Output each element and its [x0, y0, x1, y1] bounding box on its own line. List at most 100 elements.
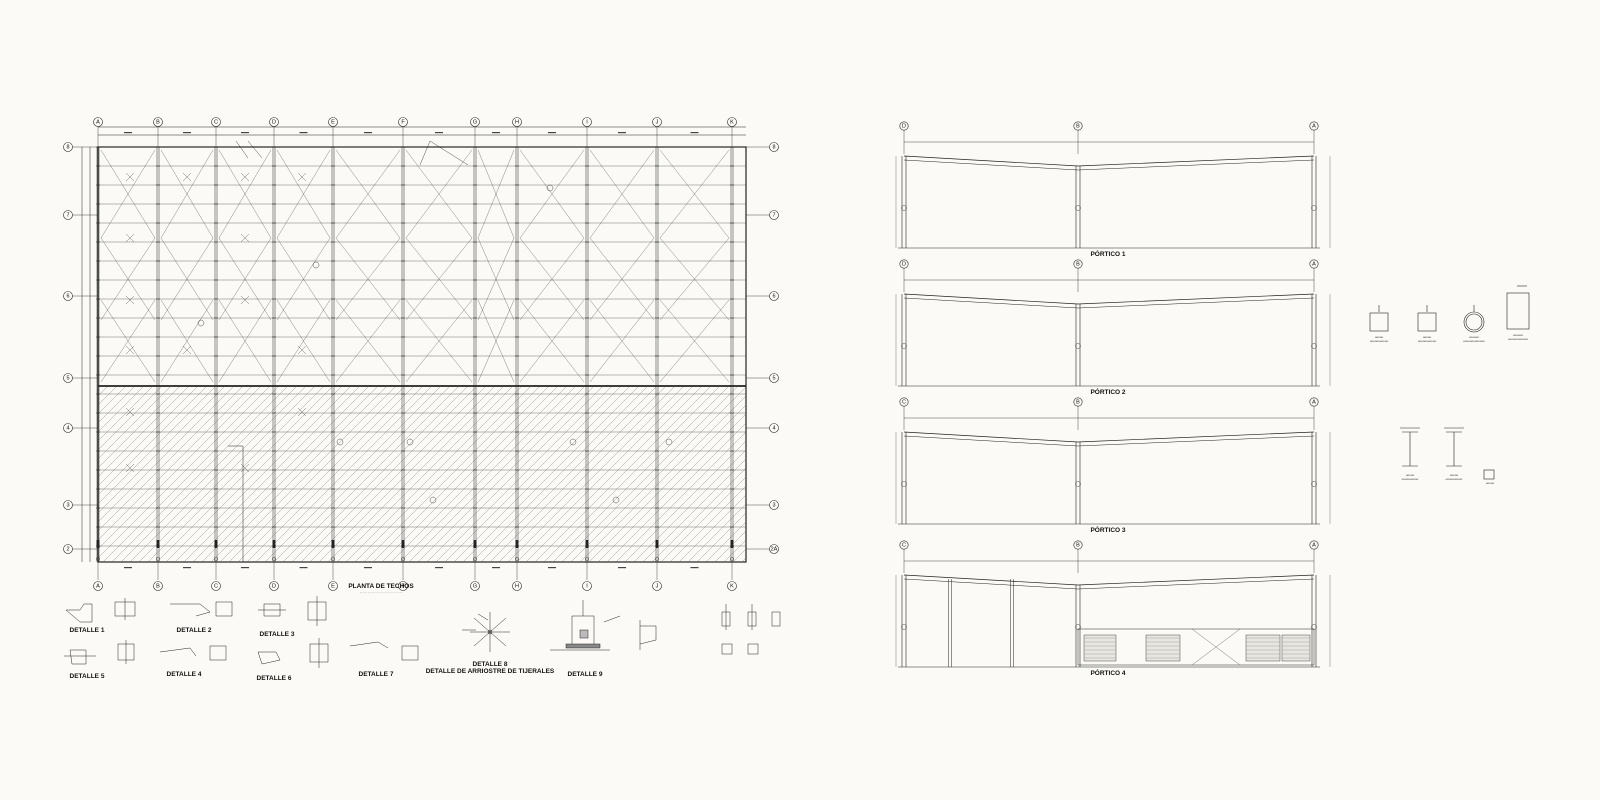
svg-text:2A: 2A [771, 546, 778, 552]
portico-title: PÓRTICO 3 [1090, 525, 1125, 534]
axis-bubble-G: G [470, 581, 480, 591]
svg-text:8: 8 [772, 144, 775, 150]
svg-text:A: A [1312, 123, 1316, 129]
svg-text:A: A [1312, 399, 1316, 405]
axis-bubble-H: H [512, 581, 522, 591]
axis-bubble-B: B [153, 117, 163, 127]
svg-text:G: G [473, 119, 477, 125]
svg-text:oooooo: oooooo [1469, 335, 1479, 339]
detail-3-label: DETALLE 3 [260, 631, 295, 638]
row-bubble-2: 2 [63, 544, 73, 554]
svg-text:F: F [401, 583, 405, 589]
svg-text:D: D [272, 583, 276, 589]
svg-text:ooooo: ooooo [1375, 335, 1384, 339]
svg-text:C: C [214, 583, 218, 589]
svg-text:D: D [902, 123, 906, 129]
detail-6-label: DETALLE 6 [257, 675, 292, 682]
svg-text:C: C [902, 542, 906, 548]
axis-bubble-E: E [328, 117, 338, 127]
portico-title: PÓRTICO 2 [1090, 387, 1125, 396]
svg-text:H: H [515, 583, 519, 589]
svg-text:B: B [1076, 123, 1080, 129]
row-bubble-right-4: 4 [769, 423, 779, 433]
svg-text:D: D [902, 261, 906, 267]
axis-bubble-F: F [398, 581, 408, 591]
row-bubble-4: 4 [63, 423, 73, 433]
svg-text:7: 7 [66, 212, 69, 218]
svg-text:3: 3 [66, 502, 69, 508]
svg-text:F: F [401, 119, 405, 125]
svg-text:I: I [586, 119, 588, 125]
axis-bubble-F: F [398, 117, 408, 127]
svg-text:B: B [156, 119, 160, 125]
row-bubble-right-5: 5 [769, 373, 779, 383]
svg-text:A: A [96, 119, 100, 125]
detail-4-label: DETALLE 4 [167, 671, 202, 678]
axis-bubble-J: J [652, 117, 662, 127]
svg-text:D: D [272, 119, 276, 125]
svg-text:2: 2 [66, 546, 69, 552]
svg-text:5: 5 [66, 375, 69, 381]
svg-text:7: 7 [772, 212, 775, 218]
svg-text:8: 8 [66, 144, 69, 150]
svg-text:ooooo: ooooo [1423, 335, 1432, 339]
portico-1: D B A PÓRTICO 1 [895, 121, 1331, 258]
column-sections [1369, 285, 1530, 480]
axis-bubble-I: I [582, 581, 592, 591]
svg-text:ooooooooooo: ooooooooooo [1418, 339, 1437, 343]
row-bubble-right-7: 7 [769, 210, 779, 220]
detail-5-label: DETALLE 5 [70, 673, 105, 680]
svg-text:oooooo: oooooo [1513, 333, 1523, 337]
row-bubble-3: 3 [63, 500, 73, 510]
svg-text:J: J [656, 583, 659, 589]
svg-text:ooooo: ooooo [1406, 473, 1415, 477]
axis-bubble-D: D [269, 581, 279, 591]
row-bubble-right-8: 8 [769, 142, 779, 152]
svg-text:I: I [586, 583, 588, 589]
svg-text:E: E [331, 583, 335, 589]
axis-bubble-K: K [727, 117, 737, 127]
detail-7-label: DETALLE 7 [359, 671, 394, 678]
svg-text:ooooooooooooo: ooooooooooooo [1463, 339, 1485, 343]
detail-9-label: DETALLE 9 [568, 671, 603, 678]
portico-title: PÓRTICO 1 [1090, 249, 1125, 258]
detail-8-subtitle: DETALLE DE ARRIOSTRE DE TIJERALES [426, 668, 555, 675]
svg-text:H: H [515, 119, 519, 125]
row-bubble-right-3: 3 [769, 500, 779, 510]
portico-4: C B A PÓRTICO 4 [895, 540, 1331, 677]
svg-text:4: 4 [66, 425, 69, 431]
svg-text:B: B [1076, 399, 1080, 405]
svg-text:oooooooooo: oooooooooo [1402, 477, 1419, 481]
row-bubble-7: 7 [63, 210, 73, 220]
svg-text:3: 3 [772, 502, 775, 508]
svg-text:A: A [96, 583, 100, 589]
axis-bubble-C: C [211, 117, 221, 127]
svg-text:G: G [473, 583, 477, 589]
svg-text:B: B [1076, 542, 1080, 548]
axis-bubble-K: K [727, 581, 737, 591]
row-bubble-right-2A: 2A [769, 544, 779, 554]
portico-title: PÓRTICO 4 [1090, 668, 1125, 677]
svg-text:4: 4 [772, 425, 775, 431]
svg-text:ooooo: ooooo [1450, 473, 1459, 477]
svg-text:A: A [1312, 542, 1316, 548]
axis-bubble-A: A [93, 581, 103, 591]
axis-bubble-G: G [470, 117, 480, 127]
axis-bubble-H: H [512, 117, 522, 127]
axis-bubble-A: A [93, 117, 103, 127]
svg-text:K: K [730, 583, 734, 589]
details-area [64, 596, 781, 668]
svg-text:oooooooooo: oooooooooo [1446, 477, 1463, 481]
svg-text:A: A [1312, 261, 1316, 267]
detail-1-label: DETALLE 1 [70, 627, 105, 634]
row-bubble-6: 6 [63, 291, 73, 301]
axis-bubble-B: B [153, 581, 163, 591]
svg-text:C: C [214, 119, 218, 125]
svg-text:6: 6 [66, 293, 69, 299]
row-bubble-right-6: 6 [769, 291, 779, 301]
